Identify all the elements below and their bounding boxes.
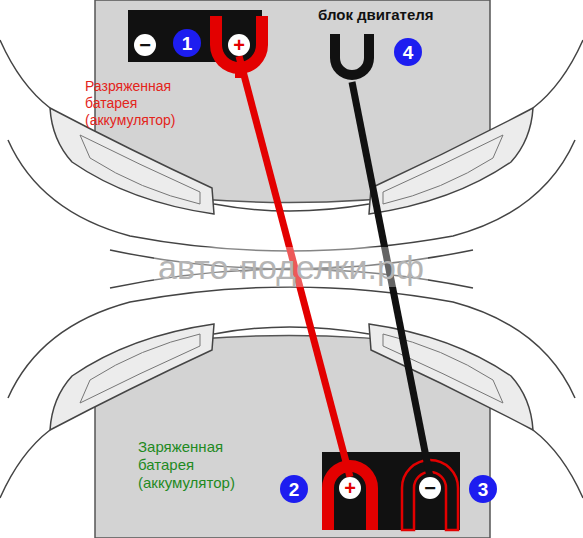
terminal-sign: + bbox=[228, 34, 250, 56]
callout-number: 4 bbox=[394, 38, 422, 66]
battery-body bbox=[128, 10, 262, 62]
terminal-sign: − bbox=[134, 34, 156, 56]
terminal-sign: − bbox=[419, 477, 441, 499]
callout-number: 2 bbox=[280, 475, 308, 503]
terminal: + bbox=[339, 477, 361, 499]
callout-number: 3 bbox=[469, 475, 497, 503]
bottom-car bbox=[0, 268, 583, 538]
top-car bbox=[0, 0, 583, 270]
watermark: авто-поделки.рф bbox=[154, 247, 428, 287]
black-clamp bbox=[330, 34, 374, 80]
terminal: − bbox=[134, 34, 156, 56]
terminal: + bbox=[228, 34, 250, 56]
terminal: − bbox=[419, 477, 441, 499]
battery: Заряженная батарея (аккумулятор)+− bbox=[322, 452, 460, 530]
node-label: Разряженная батарея (аккумулятор) bbox=[85, 78, 207, 129]
callout-number: 1 bbox=[173, 29, 201, 57]
engine-block: блок двигателя bbox=[318, 4, 470, 82]
node-label: блок двигателя bbox=[318, 6, 470, 24]
terminal-sign: + bbox=[339, 477, 361, 499]
battery-body bbox=[322, 452, 460, 530]
node-label: Заряженная батарея (аккумулятор) bbox=[138, 438, 270, 492]
